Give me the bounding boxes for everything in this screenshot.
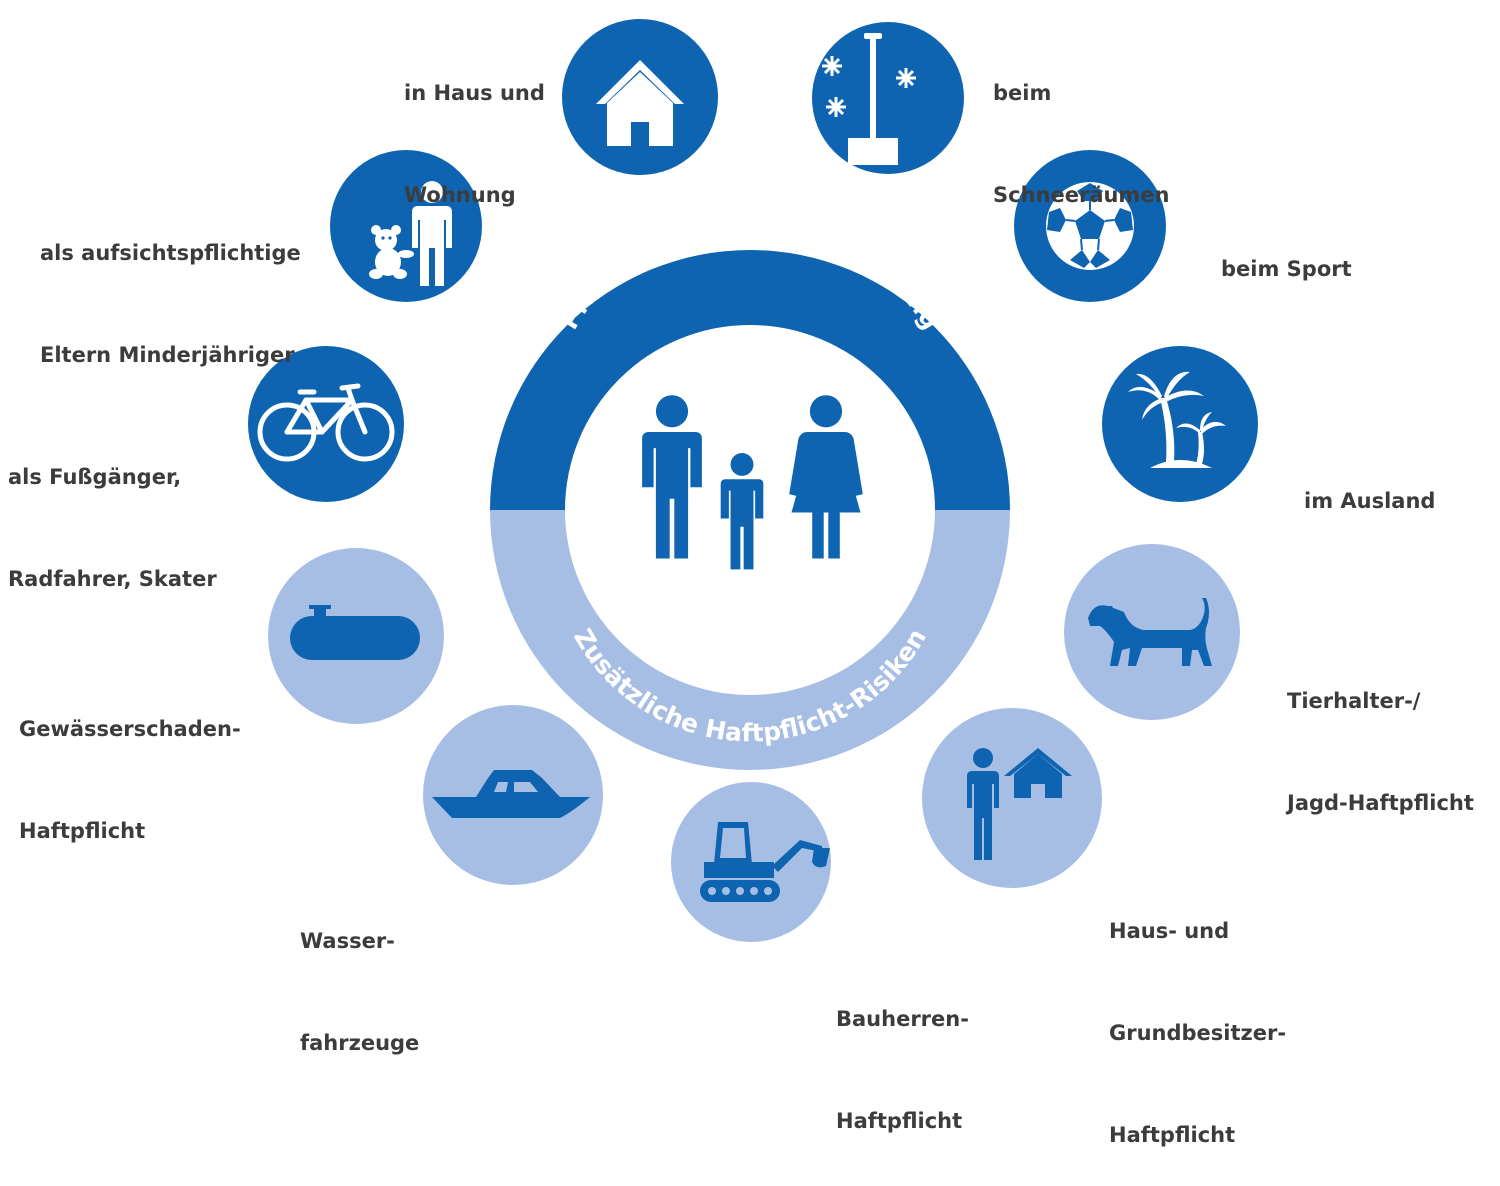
risk-animal	[1064, 544, 1240, 720]
risk-abroad	[1102, 346, 1258, 502]
risk-parents	[330, 150, 482, 302]
label-house: in Haus und Wohnung	[404, 81, 545, 207]
risk-owner-circle	[922, 708, 1102, 888]
label-builder: Bauherren- Haftpflicht	[836, 1007, 969, 1133]
risk-snow-circle	[812, 22, 964, 174]
risk-snow	[812, 22, 964, 174]
label-parents: als aufsichtspflichtige Eltern Minderjäh…	[40, 241, 301, 367]
label-boats: Wasser- fahrzeuge	[300, 929, 420, 1055]
ring-top-segment	[490, 250, 1010, 510]
label-water-damage: Gewässerschaden- Haftpflicht	[19, 717, 241, 843]
risk-abroad-circle	[1102, 346, 1258, 502]
risk-house	[562, 19, 718, 175]
excavator-icon	[700, 822, 830, 902]
child-figure	[720, 452, 764, 570]
bicycle-icon	[257, 383, 395, 462]
soccer-ball-icon	[1046, 182, 1134, 270]
risk-traffic	[248, 346, 404, 502]
label-abroad: im Ausland	[1304, 489, 1436, 513]
label-traffic: als Fußgänger, Radfahrer, Skater	[8, 465, 217, 591]
house-icon	[596, 60, 684, 146]
risk-circles	[248, 19, 1258, 942]
risk-boats	[423, 705, 603, 885]
diagram-canvas: Privat-Haftpflichtversicherung Zusätzlic…	[248, 19, 1258, 942]
ring-bottom-segment	[490, 510, 1010, 770]
mother-figure	[789, 395, 863, 559]
label-animal: Tierhalter-/ Jagd-Haftpflicht	[1287, 689, 1474, 815]
label-snow: beim Schneeräumen	[993, 81, 1170, 207]
risk-builder	[671, 782, 831, 942]
label-sport: beim Sport	[1221, 257, 1352, 281]
risk-owner	[922, 708, 1102, 888]
father-figure	[642, 395, 702, 559]
family-icon	[642, 395, 863, 570]
risk-sport	[1014, 150, 1166, 302]
parent-teddy-icon	[369, 181, 452, 286]
dog-icon	[1088, 598, 1212, 666]
oil-tank-icon	[290, 605, 420, 660]
boat-icon	[432, 770, 590, 818]
palm-tree-icon	[1128, 371, 1226, 468]
risk-traffic-circle	[248, 346, 404, 502]
snow-shovel-icon	[822, 33, 916, 165]
risk-water-damage	[268, 548, 444, 724]
label-owner: Haus- und Grundbesitzer- Haftpflicht	[1109, 919, 1287, 1147]
owner-house-icon	[967, 748, 1072, 860]
